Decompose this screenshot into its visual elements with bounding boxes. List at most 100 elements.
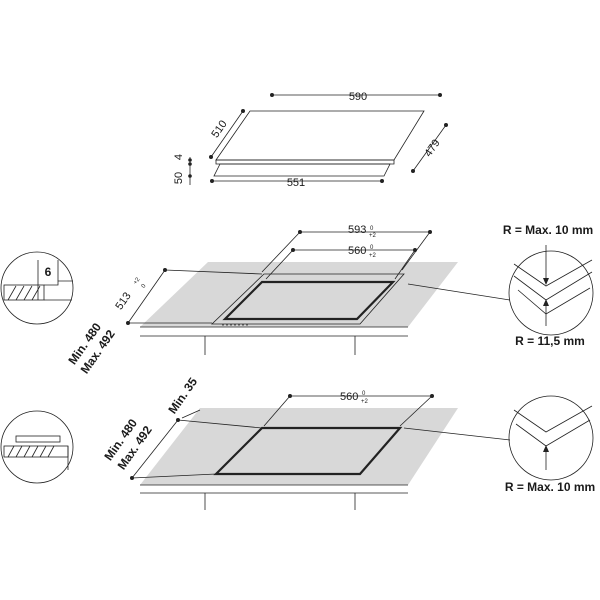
- dim-end: [188, 162, 192, 166]
- hatch: [15, 445, 23, 458]
- dim-end: [126, 321, 130, 325]
- hatch: [7, 285, 17, 301]
- dim-end: [270, 93, 274, 97]
- dim-end: [430, 394, 434, 398]
- dim-end: [298, 230, 302, 234]
- dim-end: [188, 174, 192, 178]
- hatch: [31, 285, 41, 301]
- extension-line: [177, 419, 263, 429]
- detail-circle: [0, 251, 74, 325]
- dim-end: [241, 109, 245, 113]
- detail-circle: [508, 250, 594, 336]
- dim-thickness: 4: [173, 154, 185, 160]
- dim-width: 560: [340, 391, 358, 403]
- dim-width-top: 590: [349, 91, 367, 103]
- detail-circle: [0, 410, 74, 484]
- corner-edge-outer: [513, 259, 593, 287]
- dim-end: [163, 268, 167, 272]
- hatch: [31, 445, 39, 458]
- tol-outer-width-top: 0: [370, 226, 374, 232]
- dim-line-depth-right: [412, 124, 447, 172]
- dim-end: [413, 248, 417, 252]
- corner-edge-outer: [513, 405, 593, 433]
- extension-line: [261, 231, 301, 273]
- tol-width-top: 0: [362, 391, 366, 397]
- dim-height: 50: [173, 172, 185, 184]
- hatch: [23, 285, 33, 301]
- dim-line-depth: [127, 269, 166, 324]
- dim-end: [209, 155, 213, 159]
- hob-plate-edge: [215, 159, 395, 165]
- dim-end: [210, 179, 214, 183]
- rebate-outline: [211, 273, 405, 325]
- dim-end: [438, 93, 442, 97]
- hob-body: [213, 163, 391, 177]
- arrow-head: [543, 278, 549, 285]
- dim-end: [288, 394, 292, 398]
- tol-outer-width-bottom: +2: [369, 233, 377, 239]
- extension-line: [399, 395, 433, 427]
- standard-cutout-view: 560 0 +2 Min. 35 Min. 480 Max. 492: [0, 375, 595, 510]
- dim-end: [444, 123, 448, 127]
- hob-plate: [215, 110, 425, 161]
- extension-line: [263, 395, 291, 427]
- hatch: [15, 285, 25, 301]
- worktop-flush: [140, 262, 458, 327]
- cutout-outline: [213, 426, 403, 476]
- dim-width-bottom: 551: [287, 177, 305, 189]
- leader-line: [403, 427, 511, 441]
- hatch: [47, 445, 55, 458]
- corner-detail-flush: R = Max. 10 mm R = 11,5 mm: [407, 223, 594, 348]
- dim-line-depth-left: [210, 110, 244, 158]
- dim-end: [130, 476, 134, 480]
- tol-depth-top: +2: [133, 276, 142, 286]
- tol-depth-bottom: 0: [141, 283, 148, 290]
- worktop-section: [3, 445, 69, 458]
- tol-inner-width-top: 0: [370, 245, 374, 251]
- hob-top-view: 590 510 4 50 551 479: [173, 91, 448, 189]
- rebate-dimension: 6: [45, 265, 52, 279]
- extension-line: [265, 249, 294, 280]
- dim-depth-right: 479: [422, 137, 442, 159]
- dim-end: [188, 158, 192, 162]
- dim-line-depth: [131, 419, 179, 479]
- extension-line: [394, 249, 416, 280]
- radius-top-label: R = Max. 10 mm: [503, 223, 593, 237]
- dim-end: [411, 169, 415, 173]
- radius-bottom-label: R = 11,5 mm: [515, 334, 585, 348]
- dim-end: [428, 230, 432, 234]
- dim-line-front: [181, 409, 201, 419]
- hob-edge-section: [15, 435, 61, 443]
- corner-edge-lower: [517, 287, 591, 315]
- corner-edge-inner: [515, 419, 591, 447]
- dim-inner-width: 560: [348, 245, 366, 257]
- leader-line: [407, 283, 511, 301]
- radius-label: R = Max. 10 mm: [505, 480, 595, 494]
- dim-depth: 513: [113, 290, 133, 312]
- extension-line: [131, 473, 217, 479]
- dim-end: [380, 179, 384, 183]
- flush-cutout-view: 593 0 +2 560 0 +2 513 +2 0 Min. 480 Max.…: [0, 223, 594, 376]
- detail-circle: [508, 395, 594, 481]
- dim-outer-width: 593: [348, 224, 366, 236]
- tol-width-bottom: +2: [361, 399, 369, 405]
- dim-end: [291, 248, 295, 252]
- arrow-head: [543, 445, 549, 452]
- hatch: [23, 445, 31, 458]
- arrow-head: [543, 299, 549, 306]
- extension-line: [164, 269, 263, 275]
- rebate-detail: 6: [0, 251, 74, 325]
- min-front-label: Min. 35: [165, 375, 200, 417]
- cutout-outline: [222, 280, 396, 321]
- corner-detail-standard: R = Max. 10 mm: [403, 395, 595, 494]
- tol-inner-width-bottom: +2: [369, 253, 377, 259]
- dim-depth-left: 510: [209, 118, 229, 140]
- worktop-section: [44, 280, 73, 286]
- mounting-detail: [0, 410, 74, 484]
- hatch: [39, 445, 47, 458]
- dim-end: [176, 418, 180, 422]
- hatch: [7, 445, 15, 458]
- corner-edge-inner: [513, 271, 593, 301]
